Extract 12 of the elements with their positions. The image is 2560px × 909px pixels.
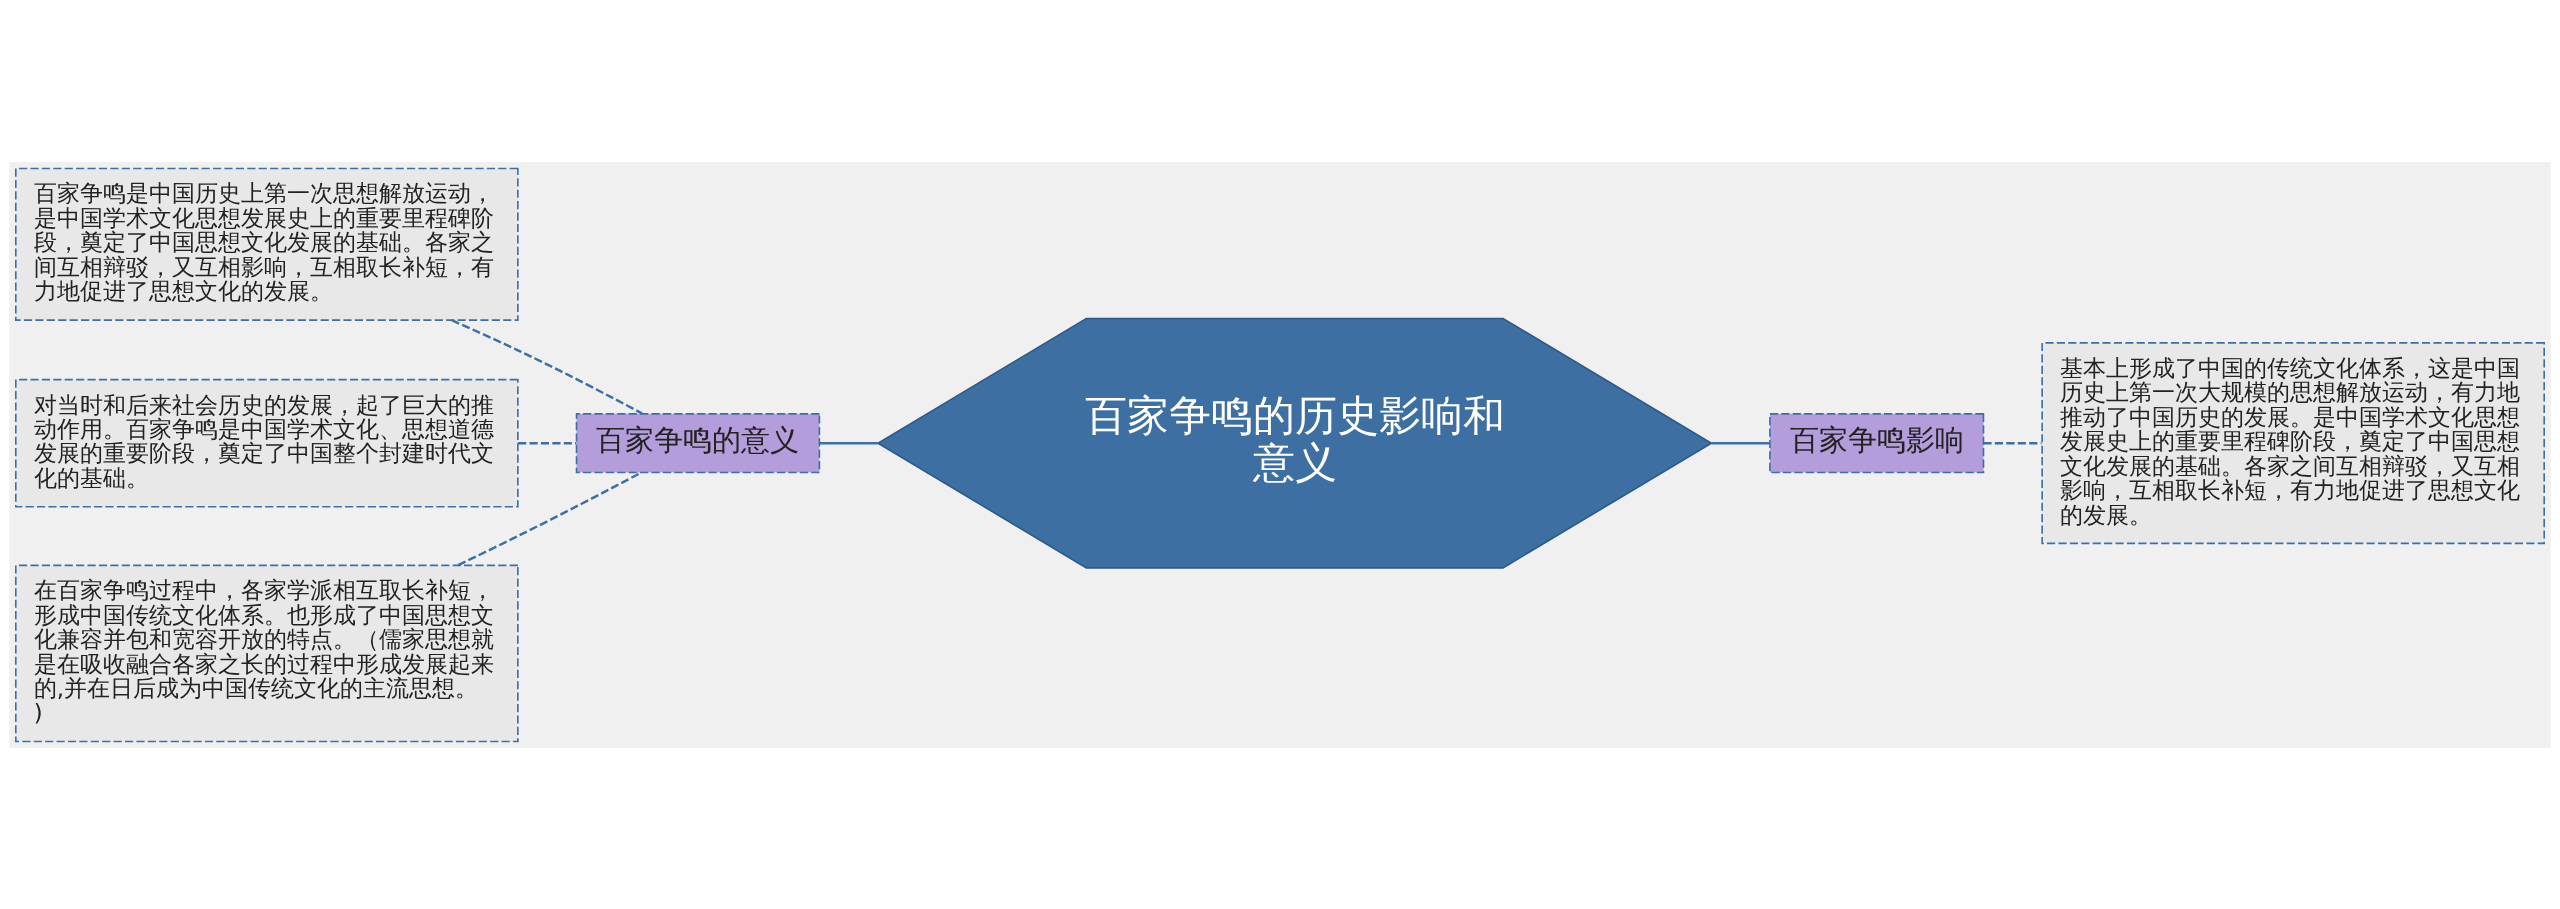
connector	[819, 441, 878, 444]
node-box: 对当时和后来社会历史的发展，起了巨大的推动作用。百家争鸣是中国学术文化、思想道德发展的重要阶段，奠定了中国整个封建时代文化的基础。	[15, 378, 519, 508]
connector	[518, 441, 577, 444]
node-box: 基本上形成了中国的传统文化体系，这是中国历史上第一次大规模的思想解放运动，有力地推动了中国历史的发展。是中国学术文化思想发展史上的重要里程碑阶段，奠定了中国思想文化发展的基础。各家之间互相辩驳，又互相影响，互相取长补短，有力地促进了思想文化的发展。	[2041, 341, 2545, 544]
connector	[457, 471, 642, 566]
node-box: 百家争鸣的意义	[575, 412, 821, 473]
connector	[1983, 441, 2042, 444]
connector	[1711, 441, 1770, 444]
node-box: 百家争鸣是中国历史上第一次思想解放运动，是中国学术文化思想发展史上的重要里程碑阶段，奠定了中国思想文化发展的基础。各家之间互相辩驳，又互相影响，互相取长补短，有力地促进了思想文化的发展。	[15, 167, 519, 321]
node-box: 在百家争鸣过程中，各家学派相互取长补短，形成中国传统文化体系。也形成了中国思想文化兼容并包和宽容开放的特点。（儒家思想就是在吸收融合各家之长的过程中形成发展起来的,并在日后成为中国传统文化的主流思想。)	[15, 564, 519, 742]
node-box: 百家争鸣影响	[1769, 412, 1985, 473]
connector	[451, 318, 643, 415]
